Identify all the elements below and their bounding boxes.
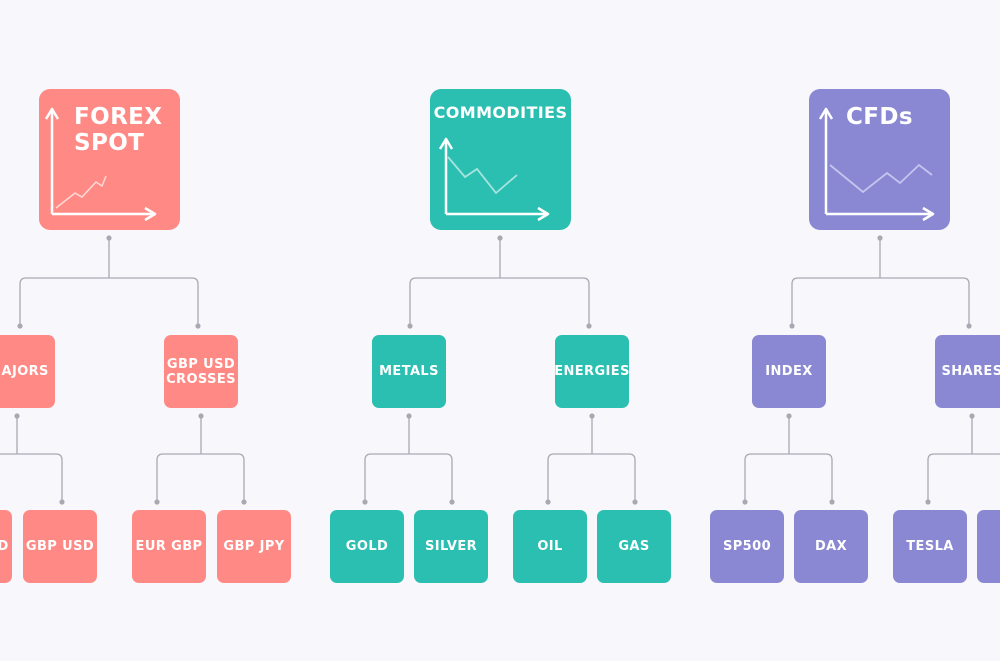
- connector-dot: [742, 499, 748, 505]
- leaf-gbp-jpy: GBP JPY: [217, 510, 291, 583]
- connector-dot: [789, 323, 795, 329]
- connector-dot: [241, 499, 247, 505]
- leaf-gold: GOLD: [330, 510, 404, 583]
- falling-line-chart-icon: [438, 137, 550, 222]
- connector-dot: [586, 323, 592, 329]
- commodities-title: COMMODITIES: [433, 103, 568, 122]
- group-metals: METALS: [372, 335, 446, 408]
- leaf-dax: DAX: [794, 510, 868, 583]
- connector-dot: [545, 499, 551, 505]
- connector-dot: [925, 499, 931, 505]
- connector-dot: [362, 499, 368, 505]
- group-gbp-usd-crosses: GBP USD CROSSES: [164, 335, 238, 408]
- connector-line: [19, 238, 199, 326]
- connector-dot: [195, 323, 201, 329]
- leaf-oil: OIL: [513, 510, 587, 583]
- group-index: INDEX: [752, 335, 826, 408]
- connector-line: [927, 416, 1000, 502]
- leaf-vw: VW: [977, 510, 1000, 583]
- connector-line: [0, 416, 63, 502]
- forex-spot-card: FOREX SPOT: [39, 89, 180, 230]
- leaf-gas: GAS: [597, 510, 671, 583]
- group-energies: ENERGIES: [554, 335, 629, 408]
- rising-line-chart-icon: [44, 107, 157, 222]
- leaf-eur-gbp: EUR GBP: [132, 510, 206, 583]
- connector-line: [156, 416, 245, 502]
- connector-line: [791, 238, 970, 326]
- connector-line: [409, 238, 590, 326]
- cfds-title: CFDs: [846, 104, 913, 130]
- connector-dot: [154, 499, 160, 505]
- connector-line: [364, 416, 453, 502]
- connector-dot: [59, 499, 65, 505]
- connector-dot: [407, 323, 413, 329]
- leaf-tesla: TESLA: [893, 510, 967, 583]
- connector-dot: [449, 499, 455, 505]
- group-majors: MAJORS: [0, 335, 55, 408]
- cfds-card: CFDs: [809, 89, 950, 230]
- forex-title: FOREX SPOT: [74, 104, 163, 156]
- connector-line: [744, 416, 833, 502]
- leaf-sp500: SP500: [710, 510, 784, 583]
- leaf-eur-usd: EUR USD: [0, 510, 12, 583]
- connector-dot: [17, 323, 23, 329]
- leaf-silver: SILVER: [414, 510, 488, 583]
- group-shares: SHARES: [935, 335, 1000, 408]
- leaf-gbp-usd: GBP USD: [23, 510, 97, 583]
- wave-line-chart-icon: [818, 107, 935, 222]
- connector-dot: [632, 499, 638, 505]
- connector-line: [547, 416, 636, 502]
- connector-dot: [966, 323, 972, 329]
- connector-dot: [829, 499, 835, 505]
- commodities-card: COMMODITIES: [430, 89, 571, 230]
